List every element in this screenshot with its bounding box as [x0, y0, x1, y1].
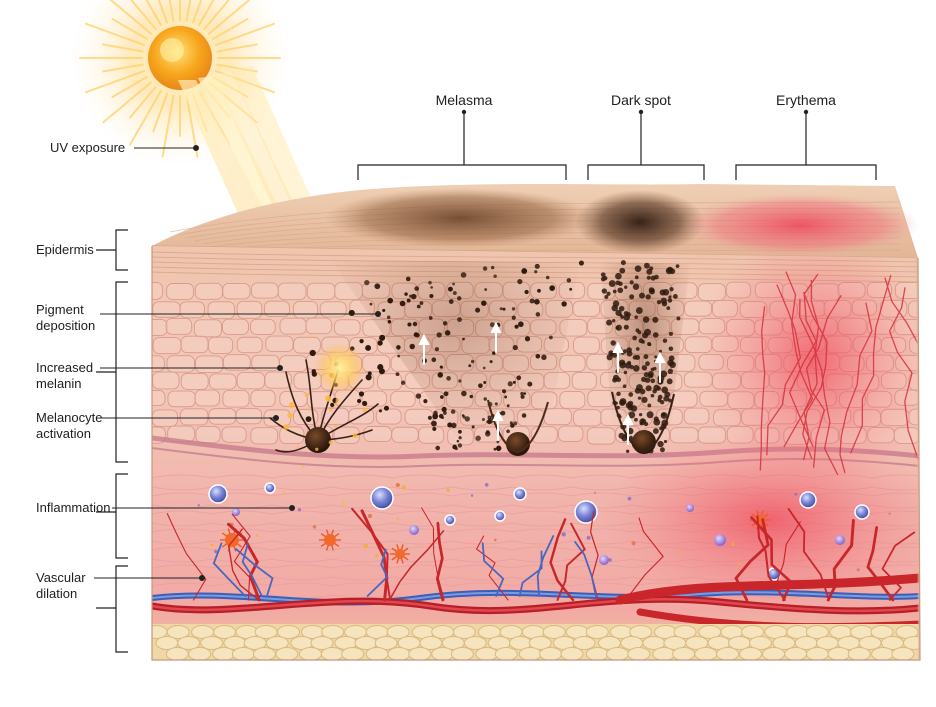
label-melanocyte-activation-1: Melanocyte: [36, 410, 103, 425]
label-epidermis: Epidermis: [36, 242, 94, 257]
label-increased-melanin-1: Increased: [36, 360, 94, 375]
label-increased-melanin-2: melanin: [36, 376, 82, 391]
label-melasma: Melasma: [435, 92, 493, 108]
label-pigment-deposition-1: Pigment: [36, 302, 84, 317]
top-brackets: [357, 112, 877, 180]
label-dark-spot: Dark spot: [611, 92, 671, 108]
label-vascular-dilation-2: dilation: [36, 586, 78, 601]
leader-lines: [94, 145, 381, 581]
layer-brackets: [96, 229, 128, 653]
inflammatory-cells: [197, 482, 891, 581]
label-inflammation: Inflammation: [36, 500, 111, 515]
label-erythema: Erythema: [776, 92, 836, 108]
melanocyte-cells: [269, 359, 675, 456]
label-vascular-dilation-1: Vascular: [36, 570, 86, 585]
skin-cross-section: [151, 184, 921, 661]
label-melanocyte-activation-2: activation: [36, 426, 91, 441]
label-uv-exposure: UV exposure: [50, 140, 126, 155]
label-pigment-deposition-2: deposition: [36, 318, 96, 333]
